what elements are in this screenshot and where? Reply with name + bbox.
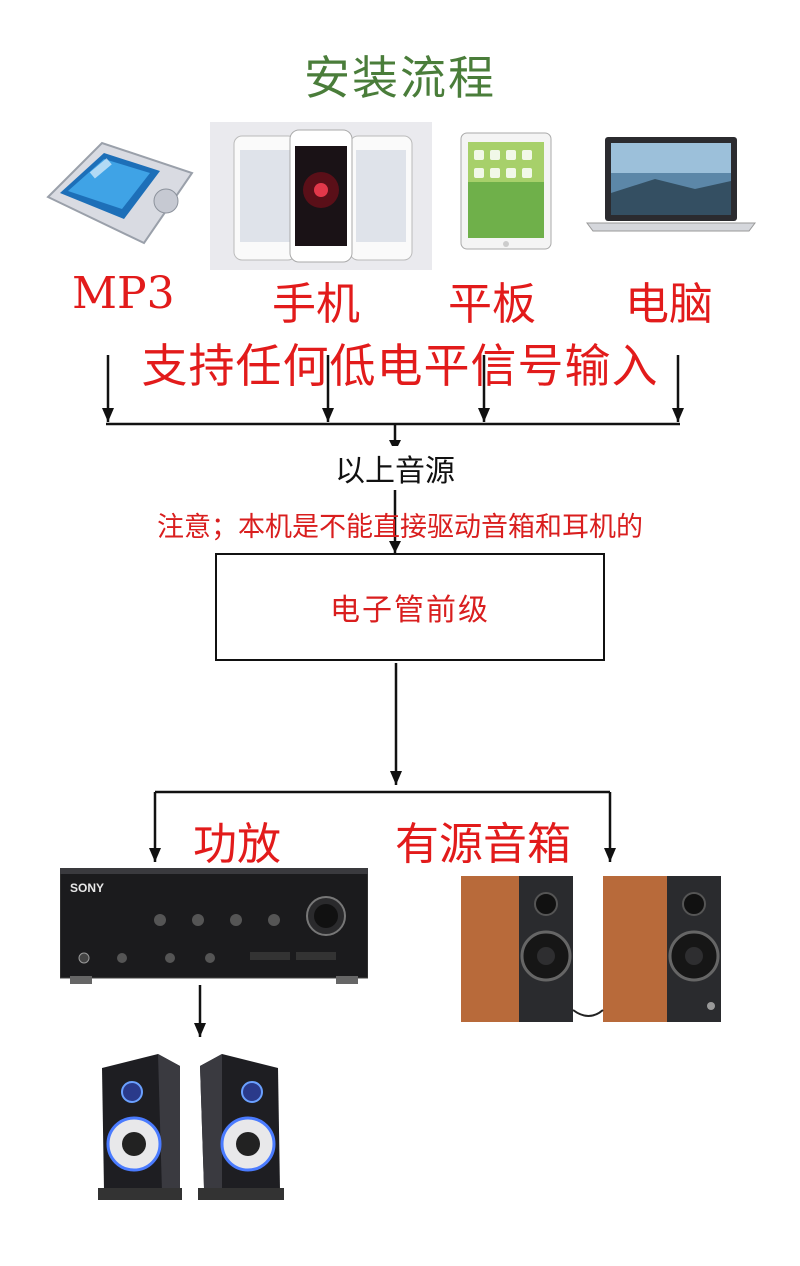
svg-text:SONY: SONY: [70, 881, 104, 895]
warning-note: 注意；本机是不能直接驱动音箱和耳机的: [0, 505, 800, 544]
above-sources-label: 以上音源: [300, 446, 490, 490]
output-label-amplifier: 功放: [193, 808, 281, 872]
black-speakers-icon: [92, 1050, 292, 1205]
speaker-left: [461, 876, 573, 1022]
speaker-right: [603, 876, 721, 1022]
preamp-label: 电子管前级: [330, 585, 490, 629]
output-label-active-speakers: 有源音箱: [395, 808, 571, 872]
amplifier-icon: SONY: [60, 868, 368, 984]
support-text: 支持任何低电平信号输入: [60, 330, 740, 396]
wooden-speakers-icon: [455, 870, 735, 1030]
speaker-right-black: [198, 1054, 284, 1200]
speaker-left-black: [98, 1054, 182, 1200]
preamp-box: 电子管前级: [215, 553, 605, 661]
